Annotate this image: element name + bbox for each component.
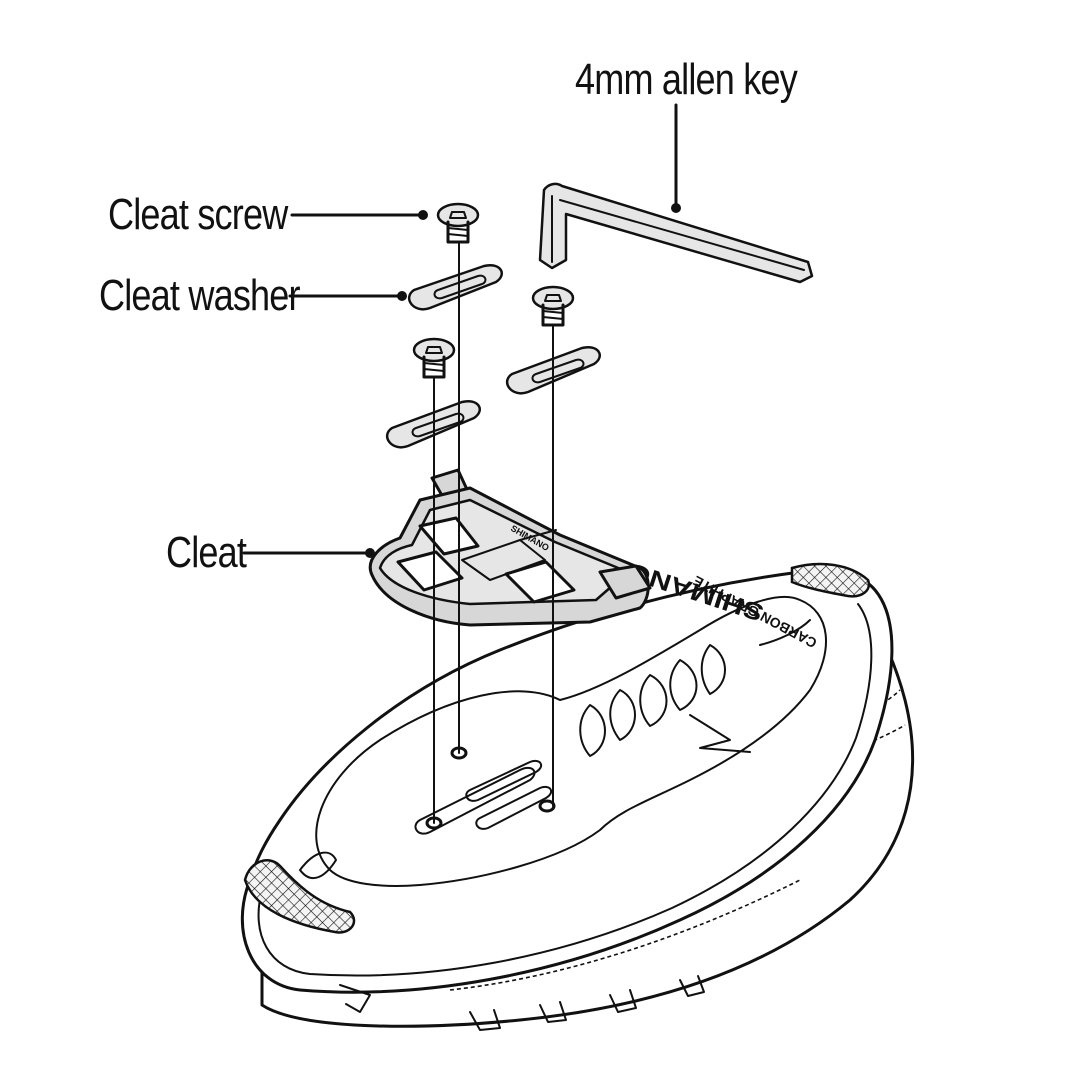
shoe-sole-inner-edge [257, 603, 873, 977]
toe-tread-pad [243, 859, 356, 934]
shoe-bottom-tabs [469, 975, 705, 1031]
screw-3 [412, 337, 456, 379]
alignment-lines [433, 241, 554, 824]
toe-tread-slot [299, 851, 337, 880]
sole-mounting-slots [414, 760, 553, 835]
leader-lines [242, 103, 681, 558]
heel-tread-pad [790, 562, 871, 598]
screw-1 [436, 202, 480, 244]
shoe-illustration: SHIMANO CARBON GRAPHITE [240, 557, 915, 1031]
cleat-screw-label: Cleat screw [108, 190, 288, 239]
toe-bumper [339, 984, 371, 1013]
washer-1 [407, 263, 503, 311]
allen-key-illustration [538, 182, 814, 284]
carbon-plate [315, 595, 827, 887]
sole-screw-holes [425, 746, 556, 830]
cleat-illustration: SHIMANO [368, 468, 652, 627]
sole-chevrons [579, 619, 811, 757]
cleat-washer-label: Cleat washer [99, 271, 301, 320]
allen-key-label: 4mm allen key [575, 55, 798, 104]
cleat-label: Cleat [166, 528, 247, 577]
screw-2 [531, 285, 575, 327]
